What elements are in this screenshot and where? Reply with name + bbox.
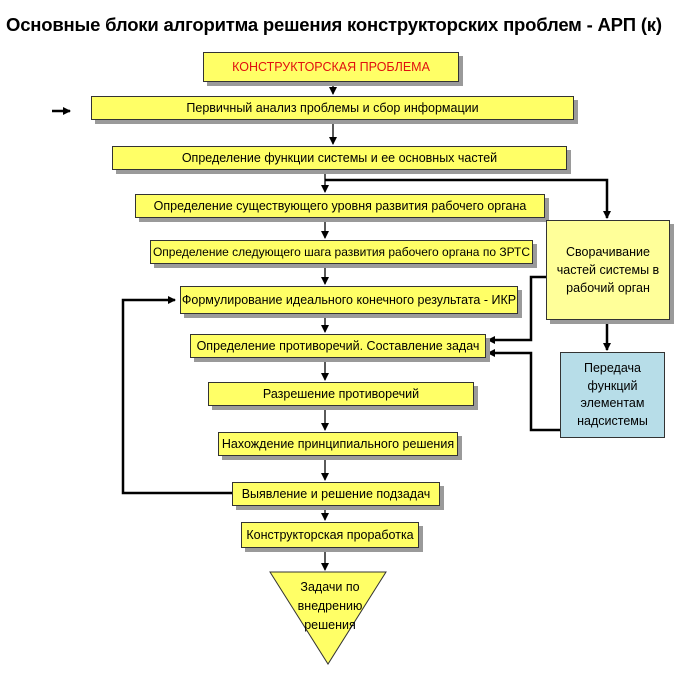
final-triangle bbox=[269, 571, 387, 665]
side-block-collapse: Сворачивание частей системы в рабочий ор… bbox=[546, 220, 670, 320]
page-title: Основные блоки алгоритма решения констру… bbox=[6, 14, 662, 35]
final-block-line: внедрению bbox=[297, 598, 363, 613]
side-block-collapse-line: Сворачивание bbox=[566, 244, 650, 259]
main-block-next-step: Определение следующего шага развития раб… bbox=[150, 240, 533, 264]
main-block-system-function: Определение функции системы и ее основны… bbox=[112, 146, 567, 170]
side-block-collapse-line: частей системы в bbox=[556, 262, 660, 277]
side-block-transfer-line: Передача bbox=[583, 361, 641, 375]
main-block-principle-solution: Нахождение принципиального решения bbox=[218, 432, 458, 456]
main-block-resolve-contradictions: Разрешение противоречий bbox=[208, 382, 474, 406]
main-block-primary-analysis: Первичный анализ проблемы и сбор информа… bbox=[91, 96, 574, 120]
transfer-feedback-line bbox=[487, 349, 560, 432]
final-block-text: Задачи по внедрению решения bbox=[290, 578, 370, 634]
main-block-design-elaboration: Конструкторская проработка bbox=[241, 522, 419, 548]
branch-to-collapse-line bbox=[325, 178, 611, 219]
side-block-transfer: Передача функций элементам надсистемы bbox=[560, 352, 665, 438]
side-block-transfer-line: функций bbox=[587, 378, 638, 393]
subtask-loop-line bbox=[121, 296, 232, 495]
main-block-subtasks: Выявление и решение подзадач bbox=[232, 482, 440, 506]
side-block-transfer-line: элементам bbox=[580, 396, 645, 410]
side-block-collapse-line: рабочий орган bbox=[566, 281, 650, 296]
main-block-problem: КОНСТРУКТОРСКАЯ ПРОБЛЕМА bbox=[203, 52, 459, 82]
main-block-current-level: Определение существующего уровня развити… bbox=[135, 194, 545, 218]
collapse-feedback-line bbox=[487, 275, 546, 344]
side-block-transfer-line: надсистемы bbox=[577, 413, 648, 428]
main-block-contradictions: Определение противоречий. Составление за… bbox=[190, 334, 486, 358]
main-block-ikr: Формулирование идеального конечного резу… bbox=[180, 286, 518, 314]
final-block-line: решения bbox=[304, 617, 356, 632]
final-block-line: Задачи по bbox=[300, 580, 360, 594]
